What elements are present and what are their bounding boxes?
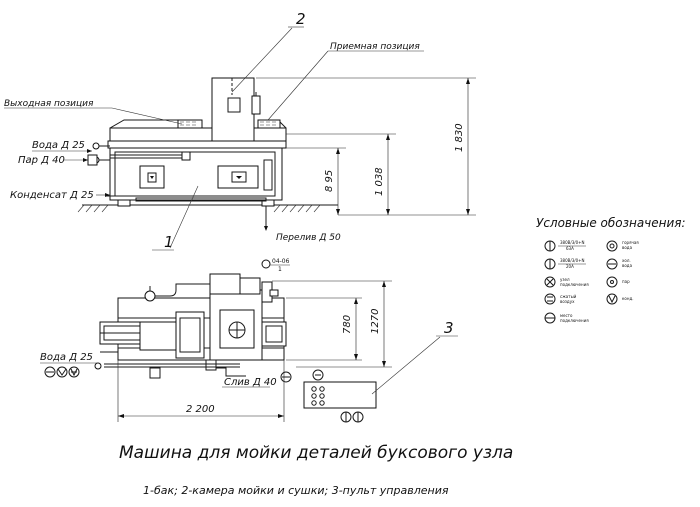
note-1-text: 1 [278, 266, 282, 273]
callout-1: 1 [152, 185, 199, 251]
drain-icon [44, 366, 56, 378]
control-panel [303, 369, 377, 423]
dimension-780: 780 [286, 297, 362, 361]
control-panel-box [303, 381, 377, 409]
legend-item-5: место подключения [544, 312, 589, 324]
basket-right [257, 119, 281, 129]
dimension-1270: 1270 [272, 280, 392, 368]
drawing-caption: 1-бак; 2-камера мойки и сушки; 3-пульт у… [143, 484, 449, 497]
legend-item-4: сжатый воздух [544, 293, 577, 305]
svg-text:подключения: подключения [560, 318, 589, 323]
side-view [77, 77, 338, 231]
water-cold-icon [606, 258, 618, 270]
steam-label: Пар Д 40 [18, 155, 65, 166]
air-icon [544, 293, 556, 305]
svg-text:воздух: воздух [560, 299, 575, 304]
svg-text:пар: пар [622, 279, 630, 284]
basket-left [177, 119, 203, 129]
svg-text:20А: 20А [566, 264, 574, 269]
phase-icon [544, 276, 556, 288]
svg-text:сжатый: сжатый [560, 294, 577, 299]
dim-1270-text: 1270 [370, 309, 381, 334]
legend-item-9: конд. [606, 293, 634, 305]
steam-icon [606, 293, 618, 305]
callout-3-number: 3 [444, 319, 454, 337]
plan-view [94, 273, 287, 379]
drawing-title: Машина для мойки деталей буксового узла [119, 443, 513, 463]
svg-text:вода: вода [622, 245, 633, 250]
dimension-2200: 2 200 [117, 360, 285, 422]
dim-2200-text: 2 200 [186, 404, 215, 415]
floor-hatch [77, 204, 321, 213]
dim-895-text: 8 95 [324, 170, 335, 192]
svg-text:вода: вода [622, 263, 633, 268]
dim-780-text: 780 [342, 315, 353, 334]
dim-1830-text: 1 830 [454, 123, 465, 152]
water-icon [606, 240, 618, 252]
legend-item-7: хол. вода [606, 258, 633, 270]
output-position-label: Выходная позиция [4, 99, 94, 109]
water-top-label: Вода Д 25 [32, 140, 85, 151]
svg-text:конд.: конд. [622, 296, 634, 301]
dim-1038-text: 1 038 [374, 167, 385, 196]
water-icon [56, 366, 68, 378]
svg-text:место: место [560, 313, 573, 318]
callout-2-number: 2 [296, 10, 306, 28]
water-cold-icon [68, 366, 80, 378]
callout-2: 2 [231, 10, 306, 93]
drain-connection-icon [280, 371, 292, 383]
receiving-position-label: Приемная позиция [330, 42, 420, 52]
svg-text:узел: узел [560, 277, 570, 282]
legend-item-6: горячая вода [606, 240, 639, 252]
gas-icon [606, 276, 618, 288]
svg-text:380В/3/0+N: 380В/3/0+N [560, 258, 585, 263]
callout-3: 3 [371, 319, 458, 395]
note-04-text: 04-06 [272, 258, 290, 265]
svg-text:хол.: хол. [622, 258, 631, 263]
plan-labels: 04-06 1 Вода Д 25 Слив Д 40 [40, 258, 292, 388]
svg-text:горячая: горячая [622, 240, 639, 245]
legend-item-3: узел подключения [544, 276, 589, 288]
legend: Условные обозначения: 380В/3/0+N 63А 380… [536, 216, 686, 324]
side-labels: Приемная позиция Выходная позиция Вода Д… [4, 42, 424, 243]
overflow-label: Перелив Д 50 [276, 233, 341, 243]
dimension-1038: 1 038 [286, 133, 396, 215]
dimension-1830: 1 830 [256, 77, 476, 216]
condensate-label: Конденсат Д 25 [10, 190, 94, 201]
drain-label: Слив Д 40 [224, 377, 277, 388]
legend-title: Условные обозначения: [536, 216, 686, 230]
svg-text:подключения: подключения [560, 282, 589, 287]
note-marker [261, 259, 271, 269]
dimension-895: 8 95 [286, 147, 346, 215]
svg-text:380В/3/0+N: 380В/3/0+N [560, 240, 585, 245]
svg-text:63А: 63А [566, 246, 574, 251]
water-bottom-label: Вода Д 25 [40, 352, 93, 363]
legend-item-2: 380В/3/0+N 20А [544, 258, 586, 270]
wash-chamber [211, 77, 255, 142]
callout-1-number: 1 [164, 233, 174, 251]
legend-item-1: 380В/3/0+N 63А [544, 240, 586, 252]
legend-item-8: пар [606, 276, 630, 288]
